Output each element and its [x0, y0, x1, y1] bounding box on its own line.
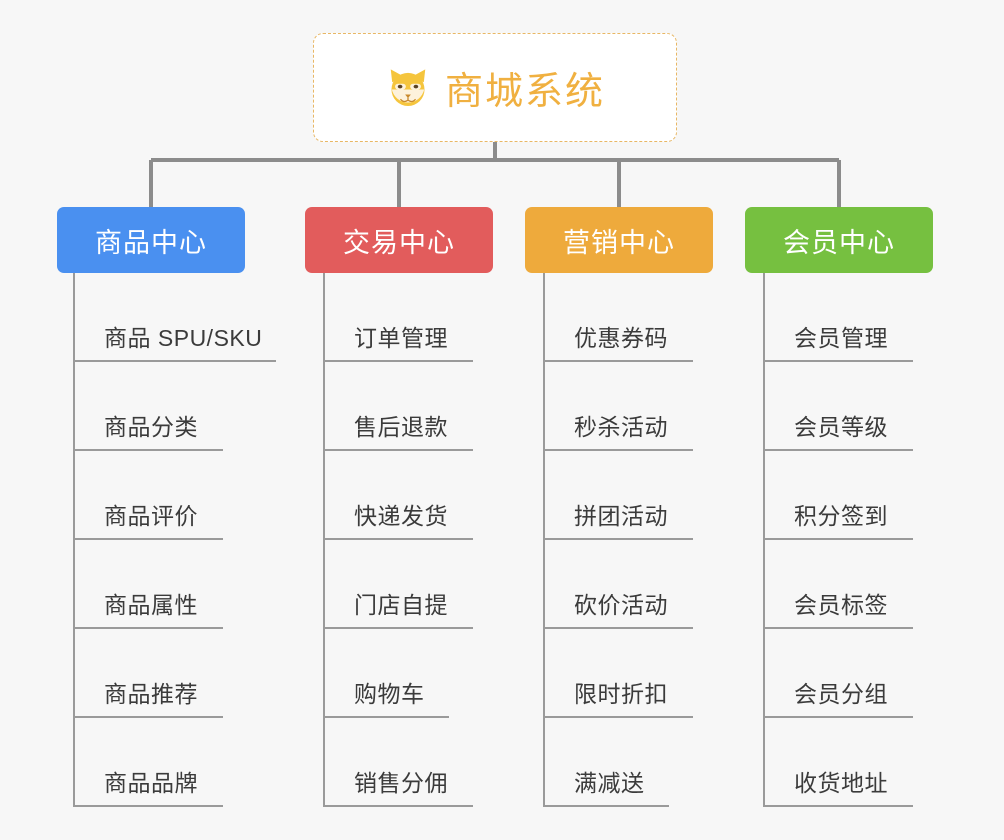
leaf-column-2: 订单管理售后退款快递发货门店自提购物车销售分佣: [323, 273, 553, 807]
leaf-item[interactable]: 快递发货: [323, 451, 553, 540]
leaf-item[interactable]: 售后退款: [323, 362, 553, 451]
leaf-item[interactable]: 限时折扣: [543, 629, 773, 718]
leaf-item-label: 砍价活动: [574, 592, 668, 618]
leaf-item-rule: [323, 627, 473, 629]
leaf-item-label: 拼团活动: [574, 503, 668, 529]
leaf-item[interactable]: 订单管理: [323, 273, 553, 362]
leaf-item-rule: [763, 360, 913, 362]
leaf-item[interactable]: 销售分佣: [323, 718, 553, 807]
column-spine: [73, 273, 75, 807]
leaf-item-label: 限时折扣: [574, 681, 668, 707]
leaf-item-label: 订单管理: [354, 325, 448, 351]
tree-connector-path: [149, 142, 841, 207]
leaf-item-label: 门店自提: [354, 592, 448, 618]
leaf-item-rule: [323, 449, 473, 451]
leaf-item-label: 快递发货: [354, 503, 448, 529]
leaf-item-rule: [543, 627, 693, 629]
leaf-item-rule: [73, 716, 223, 718]
leaf-item-label: 商品品牌: [104, 770, 198, 796]
leaf-item-rule: [763, 805, 913, 807]
leaf-item-rule: [763, 449, 913, 451]
leaf-item-label: 商品 SPU/SKU: [104, 325, 263, 351]
leaf-item[interactable]: 会员管理: [763, 273, 993, 362]
leaf-item-rule: [763, 538, 913, 540]
leaf-item-rule: [73, 805, 223, 807]
leaf-item-label: 商品评价: [104, 503, 198, 529]
leaf-item[interactable]: 满减送: [543, 718, 773, 807]
leaf-item-rule: [543, 360, 693, 362]
leaf-item-label: 会员标签: [794, 592, 888, 618]
leaf-item[interactable]: 积分签到: [763, 451, 993, 540]
leaf-item[interactable]: 门店自提: [323, 540, 553, 629]
leaf-item[interactable]: 会员标签: [763, 540, 993, 629]
leaf-item[interactable]: 购物车: [323, 629, 553, 718]
leaf-item-label: 会员等级: [794, 414, 888, 440]
category-box-4[interactable]: 会员中心: [745, 207, 933, 273]
leaf-item[interactable]: 会员等级: [763, 362, 993, 451]
column-spine: [323, 273, 325, 807]
root-node[interactable]: 商城系统: [313, 33, 677, 142]
leaf-item-label: 收货地址: [794, 770, 888, 796]
leaf-item[interactable]: 秒杀活动: [543, 362, 773, 451]
leaf-item-rule: [323, 538, 473, 540]
leaf-item[interactable]: 商品评价: [73, 451, 303, 540]
leaf-item-rule: [543, 538, 693, 540]
leaf-item[interactable]: 商品分类: [73, 362, 303, 451]
leaf-column-1: 商品 SPU/SKU 商品分类商品评价商品属性商品推荐商品品牌: [73, 273, 303, 807]
leaf-item[interactable]: 拼团活动: [543, 451, 773, 540]
shiba-dog-icon: [385, 65, 431, 111]
leaf-item[interactable]: 会员分组: [763, 629, 993, 718]
leaf-item-rule: [543, 805, 669, 807]
category-label: 商品中心: [95, 227, 207, 258]
leaf-item-rule: [73, 449, 223, 451]
category-box-1[interactable]: 商品中心: [57, 207, 245, 273]
category-label: 交易中心: [343, 227, 455, 258]
leaf-item-label: 商品推荐: [104, 681, 198, 707]
leaf-item-label: 商品属性: [104, 592, 198, 618]
leaf-item-rule: [543, 449, 693, 451]
root-title: 商城系统: [444, 71, 605, 113]
category-label: 营销中心: [563, 227, 675, 258]
category-box-3[interactable]: 营销中心: [525, 207, 713, 273]
leaf-item-label: 会员分组: [794, 681, 888, 707]
leaf-item-label: 售后退款: [354, 414, 448, 440]
leaf-column-3: 优惠券码秒杀活动拼团活动砍价活动限时折扣满减送: [543, 273, 773, 807]
category-box-2[interactable]: 交易中心: [305, 207, 493, 273]
leaf-item-label: 积分签到: [794, 503, 888, 529]
column-spine: [543, 273, 545, 807]
leaf-item-label: 购物车: [354, 681, 425, 707]
leaf-item[interactable]: 商品品牌: [73, 718, 303, 807]
leaf-item-rule: [73, 538, 223, 540]
leaf-item-label: 优惠券码: [574, 325, 668, 351]
leaf-item[interactable]: 商品 SPU/SKU: [73, 273, 303, 362]
leaf-item[interactable]: 收货地址: [763, 718, 993, 807]
leaf-item-label: 销售分佣: [354, 770, 448, 796]
leaf-item-rule: [323, 716, 449, 718]
leaf-item[interactable]: 商品属性: [73, 540, 303, 629]
leaf-item[interactable]: 砍价活动: [543, 540, 773, 629]
leaf-item[interactable]: 商品推荐: [73, 629, 303, 718]
leaf-column-4: 会员管理会员等级积分签到会员标签会员分组收货地址: [763, 273, 993, 807]
leaf-item-label: 满减送: [574, 770, 645, 796]
category-label: 会员中心: [783, 227, 895, 258]
leaf-item-label: 秒杀活动: [574, 414, 668, 440]
leaf-item-label: 商品分类: [104, 414, 198, 440]
leaf-item-rule: [763, 627, 913, 629]
leaf-item-label: 会员管理: [794, 325, 888, 351]
leaf-item-rule: [763, 716, 913, 718]
column-spine: [763, 273, 765, 807]
leaf-item-rule: [323, 805, 473, 807]
leaf-item-rule: [323, 360, 473, 362]
leaf-item-rule: [543, 716, 693, 718]
leaf-item[interactable]: 优惠券码: [543, 273, 773, 362]
leaf-item-rule: [73, 627, 223, 629]
leaf-item-rule: [73, 360, 276, 362]
